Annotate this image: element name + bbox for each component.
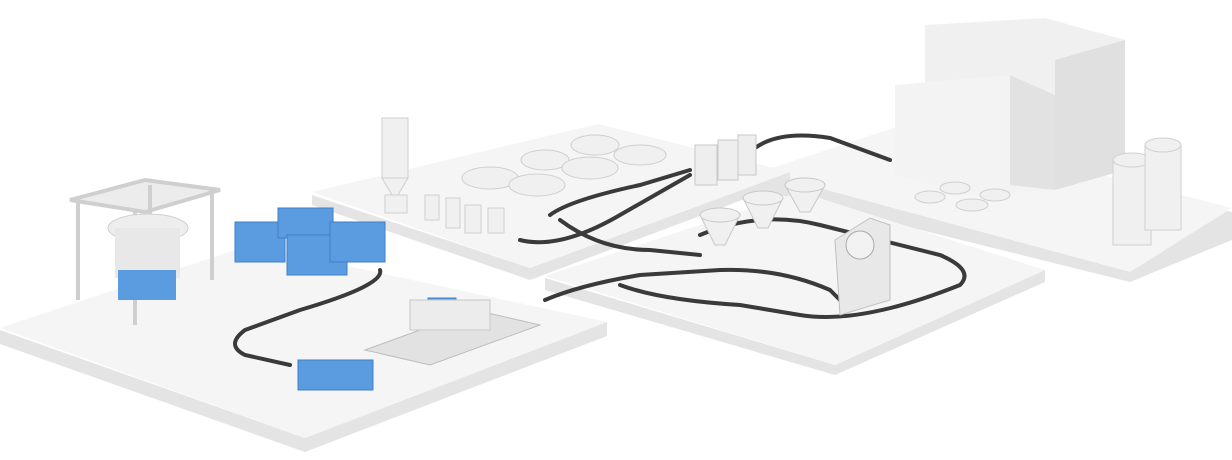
platform-packaging bbox=[0, 245, 607, 452]
bag-filler bbox=[107, 213, 189, 300]
wrapping-machine bbox=[363, 299, 542, 366]
filling-towers bbox=[694, 134, 757, 186]
storage-tanks bbox=[914, 137, 1182, 246]
warehouse-buildings bbox=[895, 18, 1125, 195]
silo-and-mixers bbox=[381, 117, 667, 234]
platform-mixing bbox=[312, 124, 790, 280]
labeling-machine bbox=[834, 217, 891, 316]
funnels bbox=[699, 177, 826, 246]
conveyor-lines bbox=[233, 133, 967, 367]
